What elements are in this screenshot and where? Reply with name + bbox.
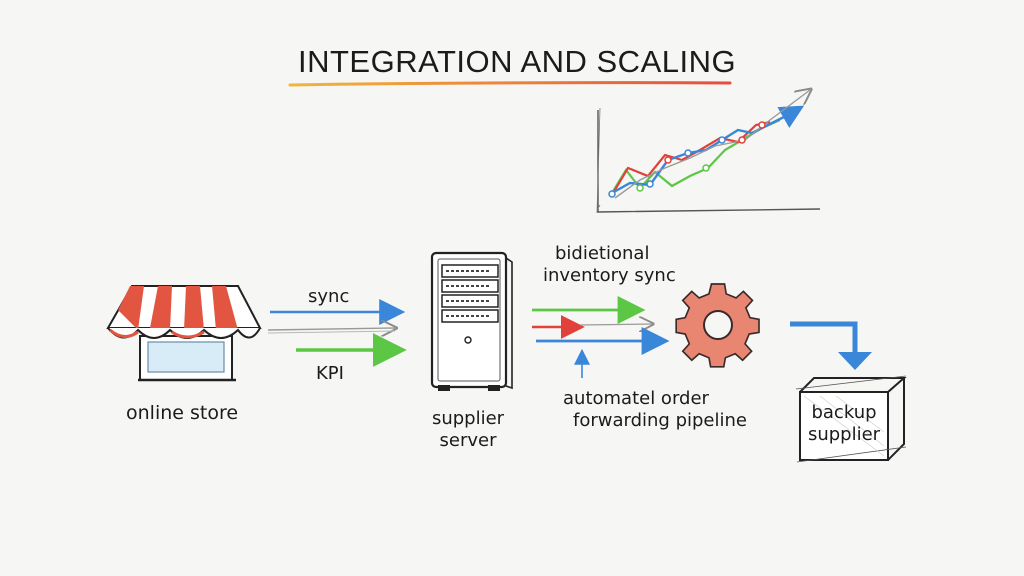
server-icon [430,251,513,391]
sync-label: sync [308,286,350,307]
inventory-sync-label-line2: inventory sync [543,265,676,286]
backup-supplier-label-line1: backup [811,402,877,423]
supplier-server-label-line1: supplier [431,408,505,429]
kpi-label: KPI [316,363,344,384]
storefront-icon [106,285,262,382]
pipeline-label-line2: forwarding pipeline [573,410,747,431]
box-icon [795,375,907,463]
gray-arrow [267,328,395,333]
growth-chart-icon [596,90,821,214]
supplier-server-label: supplier server [420,408,516,452]
backup-arrow [790,321,872,370]
inventory-sync-arrows [532,296,670,378]
pipeline-label: automatel order forwarding pipeline [563,388,747,432]
supplier-server-label-line2: server [439,430,497,451]
title-underline [288,81,732,87]
backup-supplier-label-line2: supplier [807,424,881,445]
pipeline-label-line1: automatel order [563,388,709,409]
inventory-sync-label: bidietional inventory sync [543,243,676,287]
inventory-sync-label-line1: bidietional [555,243,650,264]
gear-icon [675,283,760,368]
diagram-title: INTEGRATION AND SCALING [298,44,737,79]
backup-supplier-label: backup supplier [800,402,888,446]
online-store-label: online store [126,402,239,424]
